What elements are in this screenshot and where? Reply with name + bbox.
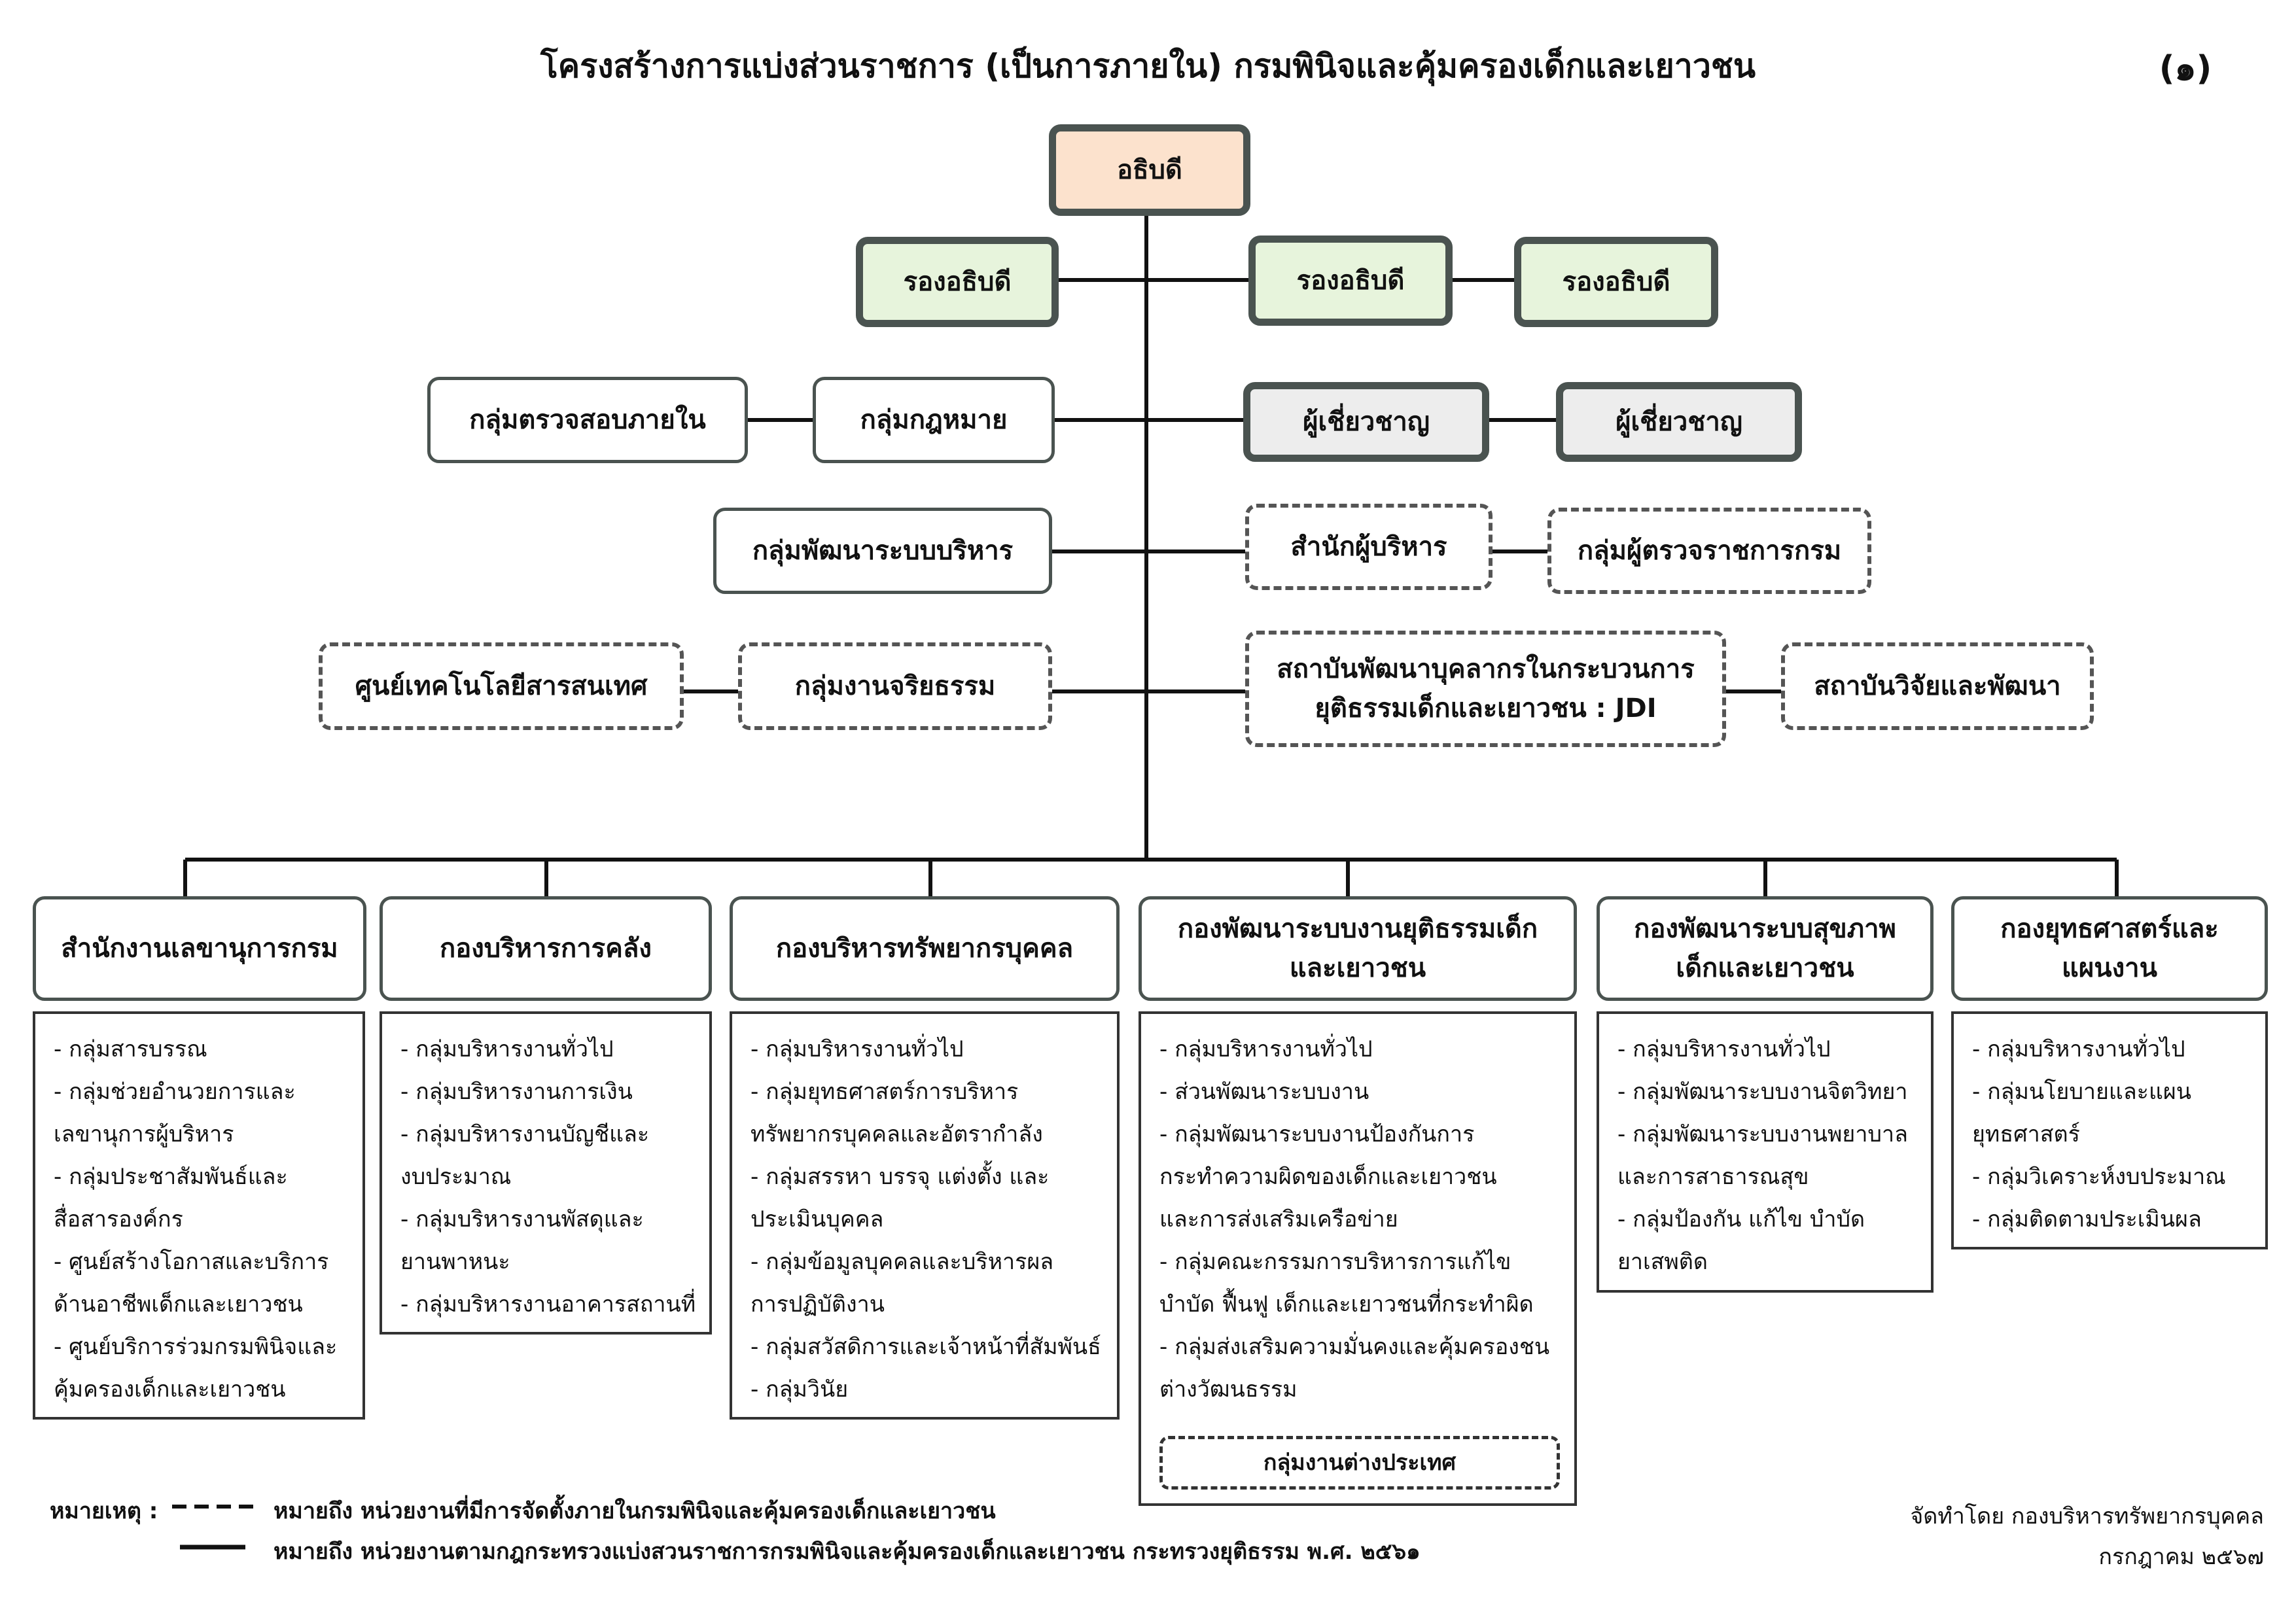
director-label: อธิบดี bbox=[1117, 155, 1182, 185]
list-item: - กลุ่มบริหารงานอาคารสถานที่ bbox=[400, 1291, 696, 1318]
deputy-director-label: รองอธิบดี bbox=[903, 267, 1012, 297]
inspectors-group-label: กลุ่มผู้ตรวจราชการกรม bbox=[1577, 536, 1842, 566]
list-item: - กลุ่มช่วยอำนวยการและเลขานุการผู้บริหาร bbox=[54, 1079, 296, 1147]
division-name: กองบริหารการคลัง bbox=[440, 934, 652, 964]
ict-center-label: ศูนย์เทคโนโลยีสารสนเทศ bbox=[355, 671, 648, 701]
list-item: - กลุ่มบริหารงานการเงิน bbox=[400, 1079, 633, 1105]
list-item: - กลุ่มบริหารงานทั่วไป bbox=[400, 1036, 614, 1062]
deputy-director-label: รองอธิบดี bbox=[1296, 266, 1405, 296]
director-box: อธิบดี bbox=[1049, 124, 1250, 216]
list-item: - กลุ่มส่งเสริมความมั่นคงและคุ้มครองชนต่… bbox=[1159, 1334, 1550, 1403]
division-unit-list: - กลุ่มบริหารงานทั่วไป - ส่วนพัฒนาระบบงา… bbox=[1139, 1011, 1577, 1506]
list-item: - กลุ่มนโยบายและแผนยุทธศาสตร์ bbox=[1972, 1079, 2192, 1147]
division-header-box: กองยุทธศาสตร์และ แผนงาน bbox=[1951, 896, 2268, 1001]
division-header-box: สำนักงานเลขานุการกรม bbox=[33, 896, 366, 1001]
deputy-director-box-3: รองอธิบดี bbox=[1514, 237, 1718, 327]
list-item: - กลุ่มติดตามประเมินผล bbox=[1972, 1206, 2202, 1232]
foreign-affairs-group-box: กลุ่มงานต่างประเทศ bbox=[1159, 1436, 1560, 1490]
division-header-box: กองพัฒนาระบบสุขภาพ เด็กและเยาวชน bbox=[1597, 896, 1934, 1001]
division-header-box: กองบริหารการคลัง bbox=[380, 896, 712, 1001]
list-item: - กลุ่มข้อมูลบุคคลและบริหารผลการปฏิบัติง… bbox=[751, 1249, 1054, 1318]
division-unit-list: - กลุ่มบริหารงานทั่วไป - กลุ่มนโยบายและแ… bbox=[1951, 1011, 2268, 1249]
list-item: - กลุ่มบริหารงานพัสดุและยานพาหนะ bbox=[400, 1206, 644, 1275]
foreign-affairs-group-label: กลุ่มงานต่างประเทศ bbox=[1263, 1449, 1457, 1476]
exec-office-label: สำนักผู้บริหาร bbox=[1290, 532, 1447, 562]
division-unit-list: - กลุ่มสารบรรณ - กลุ่มช่วยอำนวยการและเลข… bbox=[33, 1011, 365, 1420]
list-item: - กลุ่มสวัสดิการและเจ้าหน้าที่สัมพันธ์ bbox=[751, 1334, 1101, 1360]
division-name: สำนักงานเลขานุการกรม bbox=[61, 934, 338, 964]
deputy-director-box-1: รองอธิบดี bbox=[856, 237, 1059, 327]
division-name: และเยาวชน bbox=[1289, 953, 1426, 983]
list-item: - กลุ่มคณะกรรมการบริหารการแก้ไขบำบัด ฟื้… bbox=[1159, 1249, 1534, 1318]
division-name: กองพัฒนาระบบสุขภาพ bbox=[1634, 914, 1896, 944]
list-item: - กลุ่มบริหารงานบัญชีและงบประมาณ bbox=[400, 1121, 650, 1190]
internal-audit-label: กลุ่มตรวจสอบภายใน bbox=[469, 405, 706, 435]
legend-dashed-description: หมายถึง หน่วยงานที่มีการจัดตั้งภายในกรมพ… bbox=[274, 1498, 996, 1524]
jdi-institute-box: สถาบันพัฒนาบุคลากรในกระบวนการ ยุติธรรมเด… bbox=[1245, 631, 1726, 747]
list-item: - กลุ่มบริหารงานทั่วไป bbox=[1617, 1036, 1831, 1062]
deputy-director-box-2: รองอธิบดี bbox=[1248, 236, 1453, 326]
list-item: - กลุ่มป้องกัน แก้ไข บำบัดยาเสพติด bbox=[1617, 1206, 1865, 1275]
expert-label: ผู้เชี่ยวชาญ bbox=[1303, 407, 1430, 437]
list-item: - กลุ่มบริหารงานทั่วไป bbox=[1972, 1036, 2185, 1062]
expert-label: ผู้เชี่ยวชาญ bbox=[1616, 407, 1742, 437]
legend-solid-description: หมายถึง หน่วยงานตามกฎกระทรวงแบ่งสวนราชกา… bbox=[274, 1539, 1421, 1565]
list-item: - กลุ่มสรรหา บรรจุ แต่งตั้ง และประเมินบุ… bbox=[751, 1164, 1050, 1232]
expert-box-1: ผู้เชี่ยวชาญ bbox=[1243, 382, 1489, 462]
ethics-group-box: กลุ่มงานจริยธรรม bbox=[738, 642, 1052, 730]
list-item: - ศูนย์สร้างโอกาสและบริการด้านอาชีพเด็กแ… bbox=[54, 1249, 329, 1318]
publish-date: กรกฎาคม ๒๕๖๗ bbox=[2098, 1544, 2264, 1570]
research-institute-label: สถาบันวิจัยและพัฒนา bbox=[1814, 671, 2061, 701]
division-unit-list: - กลุ่มบริหารงานทั่วไป - กลุ่มบริหารงานก… bbox=[380, 1011, 712, 1335]
list-item: - กลุ่มสารบรรณ bbox=[54, 1036, 207, 1062]
list-item: - กลุ่มประชาสัมพันธ์และสื่อสารองค์กร bbox=[54, 1164, 288, 1232]
division-name: เด็กและเยาวชน bbox=[1676, 953, 1854, 983]
research-institute-box: สถาบันวิจัยและพัฒนา bbox=[1781, 642, 2094, 730]
jdi-institute-label-line-2: ยุติธรรมเด็กและเยาวชน : JDI bbox=[1315, 693, 1657, 724]
list-item: - กลุ่มพัฒนาระบบงานป้องกันการกระทำความผิ… bbox=[1159, 1121, 1497, 1232]
division-header-box: กองบริหารทรัพยากรบุคคล bbox=[730, 896, 1120, 1001]
ethics-group-label: กลุ่มงานจริยธรรม bbox=[794, 671, 996, 701]
expert-box-2: ผู้เชี่ยวชาญ bbox=[1556, 382, 1802, 462]
page-number: (๑) bbox=[2159, 49, 2212, 88]
legend-label: หมายเหตุ : bbox=[50, 1498, 158, 1524]
deputy-director-label: รองอธิบดี bbox=[1562, 267, 1670, 297]
internal-audit-box: กลุ่มตรวจสอบภายใน bbox=[427, 377, 748, 463]
prepared-by-credit: จัดทำโดย กองบริหารทรัพยากรบุคคล bbox=[1910, 1503, 2264, 1529]
legal-group-box: กลุ่มกฎหมาย bbox=[813, 377, 1055, 463]
division-name: แผนงาน bbox=[2062, 953, 2157, 983]
jdi-institute-label-line-1: สถาบันพัฒนาบุคลากรในกระบวนการ bbox=[1277, 654, 1695, 684]
admin-dev-group-box: กลุ่มพัฒนาระบบบริหาร bbox=[713, 508, 1052, 594]
division-header-box: กองพัฒนาระบบงานยุติธรรมเด็ก และเยาวชน bbox=[1139, 896, 1577, 1001]
division-name: กองพัฒนาระบบงานยุติธรรมเด็ก bbox=[1177, 914, 1538, 944]
inspectors-group-box: กลุ่มผู้ตรวจราชการกรม bbox=[1547, 508, 1871, 594]
list-item: - กลุ่มวินัย bbox=[751, 1376, 849, 1403]
division-name: กองบริหารทรัพยากรบุคคล bbox=[775, 934, 1074, 964]
division-unit-list: - กลุ่มบริหารงานทั่วไป - กลุ่มยุทธศาสตร์… bbox=[730, 1011, 1120, 1420]
list-item: - กลุ่มบริหารงานทั่วไป bbox=[1159, 1036, 1373, 1062]
chart-title: โครงสร้างการแบ่งส่วนราชการ (เป็นการภายใน… bbox=[540, 47, 1756, 85]
list-item: - กลุ่มพัฒนาระบบงานพยาบาลและการสาธารณสุข bbox=[1617, 1121, 1908, 1190]
list-item: - กลุ่มพัฒนาระบบงานจิตวิทยา bbox=[1617, 1079, 1908, 1105]
list-item: - กลุ่มยุทธศาสตร์การบริหารทรัพยากรบุคคลแ… bbox=[751, 1079, 1043, 1147]
division-unit-list: - กลุ่มบริหารงานทั่วไป - กลุ่มพัฒนาระบบง… bbox=[1597, 1011, 1934, 1293]
legal-group-label: กลุ่มกฎหมาย bbox=[860, 405, 1008, 435]
division-name: กองยุทธศาสตร์และ bbox=[2000, 914, 2219, 944]
ict-center-box: ศูนย์เทคโนโลยีสารสนเทศ bbox=[319, 642, 684, 730]
list-item: - กลุ่มบริหารงานทั่วไป bbox=[751, 1036, 964, 1062]
admin-dev-group-label: กลุ่มพัฒนาระบบบริหาร bbox=[752, 536, 1014, 566]
list-item: - ศูนย์บริการร่วมกรมพินิจและคุ้มครองเด็ก… bbox=[54, 1334, 338, 1403]
list-item: - กลุ่มวิเคราะห์งบประมาณ bbox=[1972, 1164, 2226, 1190]
list-item: - ส่วนพัฒนาระบบงาน bbox=[1159, 1079, 1369, 1105]
exec-office-box: สำนักผู้บริหาร bbox=[1245, 504, 1492, 590]
